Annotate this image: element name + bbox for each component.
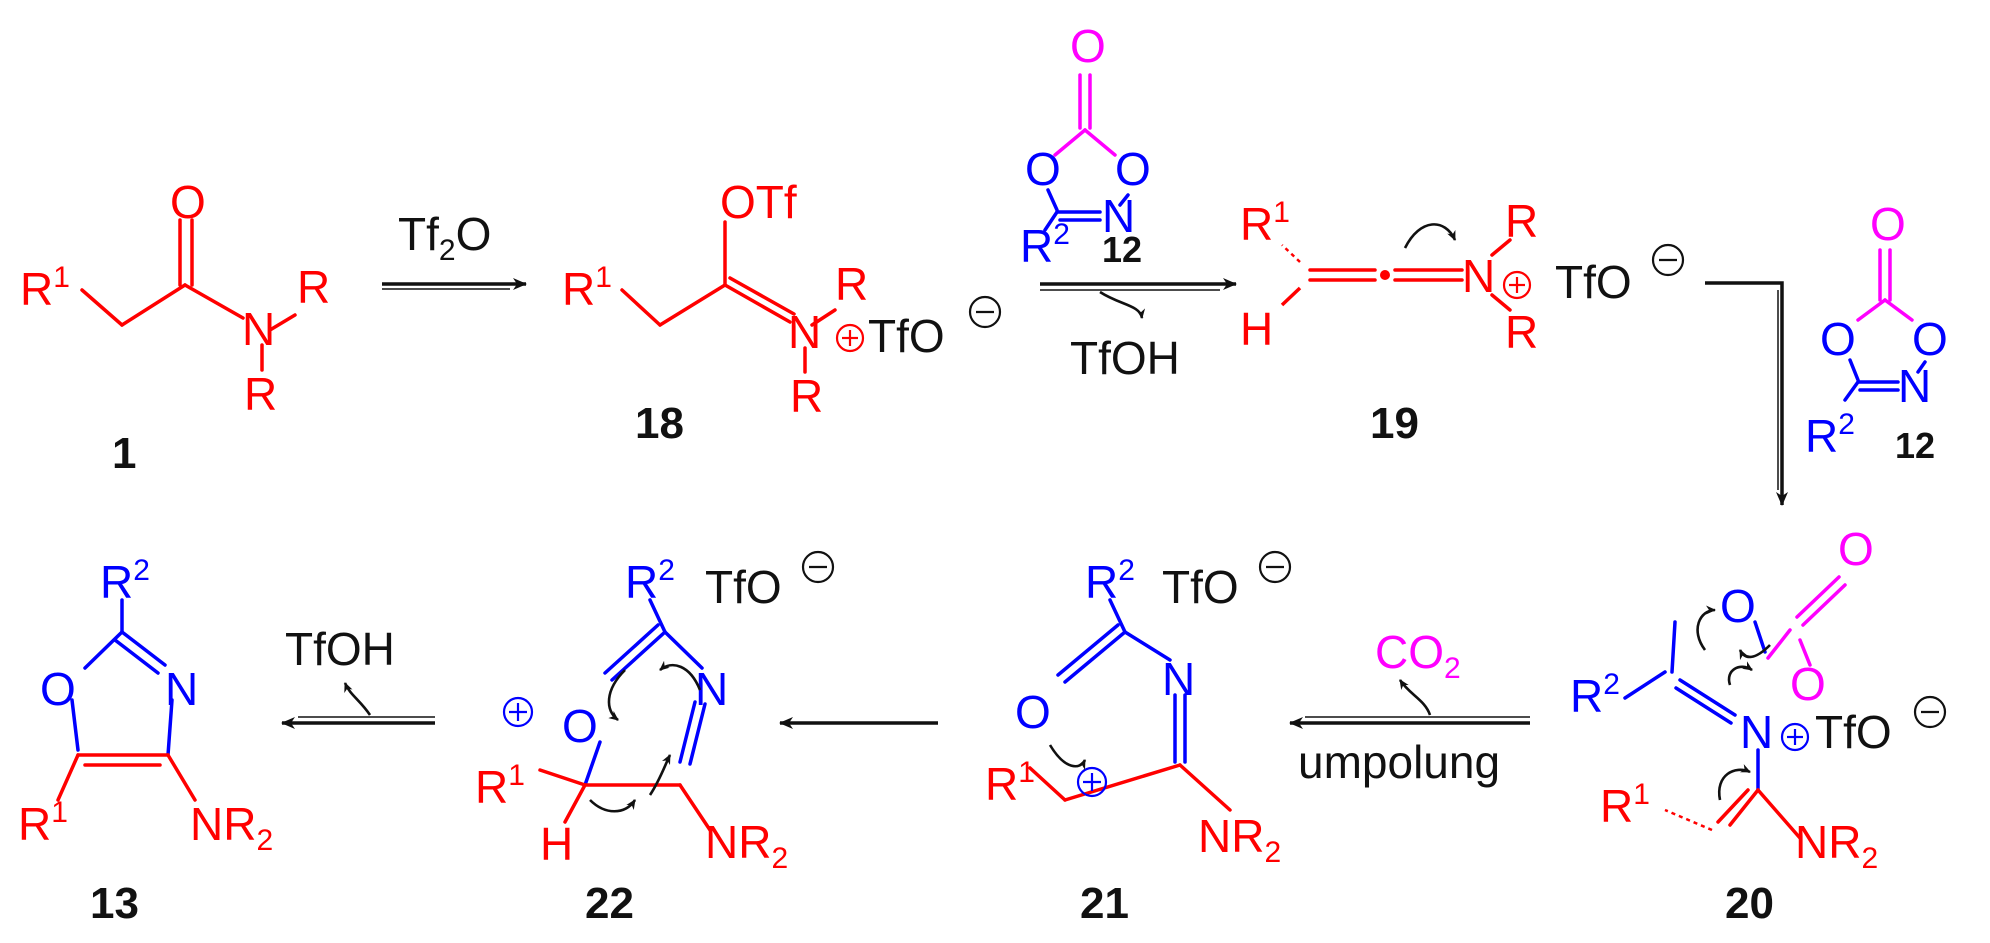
triflate-anion: TfO — [1815, 706, 1892, 758]
atom-O: O — [170, 176, 206, 228]
positive-charge-icon — [835, 323, 865, 353]
atom-N: N — [788, 306, 821, 358]
substituent-R: R — [297, 261, 330, 313]
substituent-R1: R1 — [20, 261, 70, 315]
byproduct-tfoh: TfOH — [1070, 332, 1180, 384]
substituent-R: R — [1505, 195, 1538, 247]
atom-O: O — [562, 700, 598, 752]
atom-N: N — [1898, 360, 1931, 412]
substituent-R2: R2 — [1570, 668, 1620, 722]
substituent-R2: R2 — [625, 554, 675, 608]
compound-label-1: 1 — [112, 429, 136, 478]
triflate-anion: TfO — [705, 561, 782, 613]
atom-H: H — [1240, 303, 1273, 355]
atom-N: N — [165, 663, 198, 715]
substituent-R1: R1 — [985, 756, 1035, 810]
substituent-R1: R1 — [562, 261, 612, 315]
substituent-R2: R2 — [100, 554, 150, 608]
compound-21: R2 TfO O N R1 NR2 21 — [985, 550, 1292, 928]
substituent-R1: R1 — [475, 759, 525, 813]
arrow-to-19: TfOH — [1040, 278, 1237, 384]
triflate-anion: TfO — [868, 310, 945, 362]
atom-O: O — [1870, 198, 1906, 250]
negative-charge-icon — [1913, 695, 1947, 729]
compound-label-19: 19 — [1370, 399, 1419, 448]
compound-12-right: O O O N R2 12 — [1805, 198, 1948, 466]
group-NR2: NR2 — [1198, 810, 1281, 869]
compound-label-13: 13 — [90, 879, 139, 928]
atom-N: N — [1162, 653, 1195, 705]
atom-O: O — [1838, 523, 1874, 575]
group-OTf: OTf — [720, 176, 797, 228]
substituent-R1: R1 — [18, 796, 68, 850]
compound-20: R2 O O O N TfO R1 NR2 20 — [1570, 523, 1947, 928]
atom-O: O — [1912, 313, 1948, 365]
compound-label-12: 12 — [1102, 229, 1142, 270]
compound-label-22: 22 — [585, 879, 634, 928]
atom-O: O — [1820, 313, 1856, 365]
atom-O: O — [1115, 143, 1151, 195]
atom-O: O — [1720, 580, 1756, 632]
substituent-R: R — [1505, 306, 1538, 358]
substituent-R2: R2 — [1085, 554, 1135, 608]
arrow-umpolung: CO2 umpolung — [1289, 626, 1530, 788]
substituent-R: R — [790, 370, 823, 422]
atom-O: O — [40, 663, 76, 715]
arrow-to-13: TfOH — [281, 623, 435, 729]
group-NR2: NR2 — [190, 798, 273, 857]
umpolung-label: umpolung — [1298, 736, 1500, 788]
positive-charge-icon — [1076, 766, 1108, 798]
arrow-to-20 — [1705, 281, 1788, 506]
substituent-R1: R1 — [1600, 778, 1650, 832]
substituent-R2: R2 — [1805, 408, 1855, 462]
substituent-R: R — [244, 368, 277, 420]
negative-charge-icon — [801, 550, 835, 584]
compound-1: O R1 N R R 1 — [20, 176, 330, 478]
compound-label-18: 18 — [635, 399, 684, 448]
atom-O: O — [1025, 143, 1061, 195]
arrow-tf2o: Tf2O — [382, 208, 527, 290]
triflate-anion: TfO — [1162, 561, 1239, 613]
group-NR2: NR2 — [1795, 816, 1878, 875]
positive-charge-icon — [502, 696, 534, 728]
substituent-R2: R2 — [1020, 218, 1070, 272]
byproduct-co2: CO2 — [1375, 626, 1461, 685]
atom-N: N — [1102, 190, 1135, 242]
compound-label-12: 12 — [1895, 425, 1935, 466]
compound-22: R2 TfO O N R1 H NR2 22 — [475, 550, 835, 928]
atom-O: O — [1070, 20, 1106, 72]
atom-O: O — [1790, 658, 1826, 710]
atom-N: N — [1740, 706, 1773, 758]
negative-charge-icon — [968, 295, 1002, 329]
compound-18: OTf R1 N R R TfO 18 — [562, 176, 1002, 448]
atom-H: H — [540, 818, 573, 870]
substituent-R1: R1 — [1240, 196, 1290, 250]
compound-13: R2 O N R1 NR2 13 — [18, 554, 273, 928]
compound-label-21: 21 — [1080, 879, 1129, 928]
atom-O: O — [1015, 686, 1051, 738]
atom-N: N — [242, 303, 275, 355]
positive-charge-icon — [1502, 270, 1532, 300]
atom-N: N — [1462, 250, 1495, 302]
compound-label-20: 20 — [1725, 879, 1774, 928]
byproduct-tfoh: TfOH — [285, 623, 395, 675]
substituent-R: R — [835, 258, 868, 310]
reagent-tf2o: Tf2O — [398, 208, 491, 267]
triflate-anion: TfO — [1555, 256, 1632, 308]
compound-19: R1 H N R R TfO 19 — [1240, 195, 1685, 448]
negative-charge-icon — [1258, 550, 1292, 584]
compound-12-top: O O O N R2 12 — [1020, 20, 1151, 272]
group-NR2: NR2 — [705, 816, 788, 875]
negative-charge-icon — [1651, 243, 1685, 277]
positive-charge-icon — [1780, 722, 1810, 752]
